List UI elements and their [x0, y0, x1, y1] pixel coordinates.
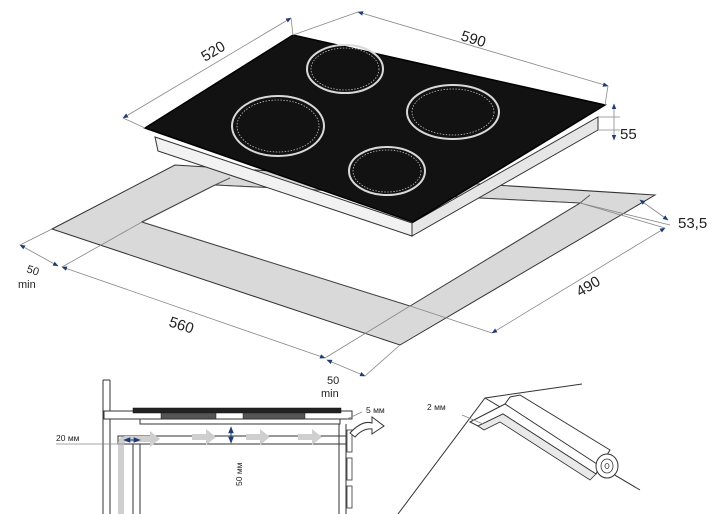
seal-roll-icon: [595, 453, 619, 479]
seal-label: 2 мм: [427, 402, 446, 412]
dim-55: 55: [620, 126, 637, 143]
dim-560: 560: [167, 314, 196, 338]
burner-front-right: [348, 146, 426, 196]
gap-label: 20 мм: [56, 433, 80, 443]
side-section-detail: 20 мм 50 мм 5 мм: [56, 379, 385, 514]
dim-520: 520: [198, 38, 228, 65]
clearance-label: 50 мм: [234, 462, 244, 486]
dimension-lines: [19, 11, 671, 377]
dim-490: 490: [573, 273, 603, 300]
dim-590: 590: [459, 28, 488, 52]
dim-min-front: min: [18, 279, 36, 291]
edge-seal-detail: 2 мм: [397, 383, 641, 514]
dim-53-5: 53,5: [678, 215, 707, 232]
dim-50-front: 50: [25, 263, 40, 278]
airflow-arrow-icon: [118, 429, 322, 514]
overhang-label: 5 мм: [366, 405, 385, 415]
exhaust-arrow-icon: [349, 416, 385, 438]
dim-50-back: 50: [327, 375, 339, 387]
section-hob-glass: [132, 407, 342, 414]
dim-min-back: min: [321, 388, 339, 400]
